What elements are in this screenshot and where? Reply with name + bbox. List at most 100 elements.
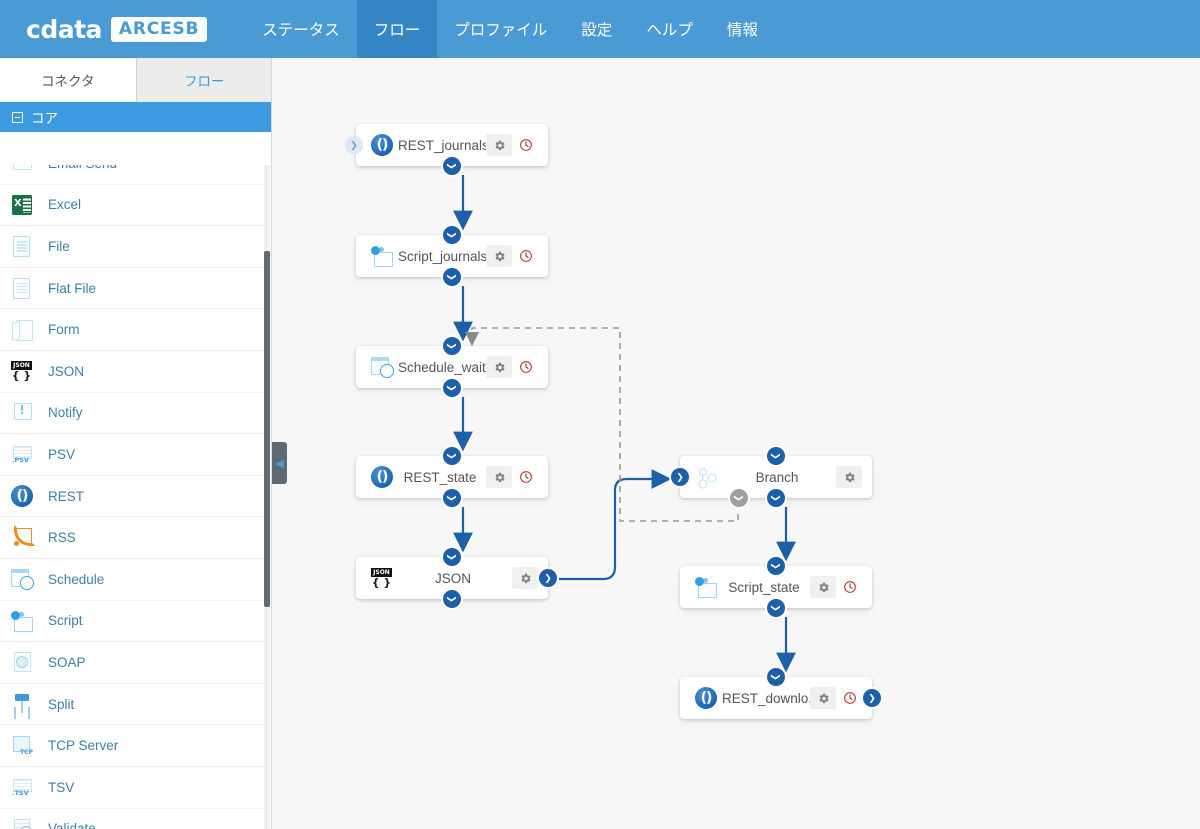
- sidebar-item-label: Flat File: [48, 280, 97, 296]
- sidebar-item-file[interactable]: File: [0, 226, 266, 268]
- tcp-server-icon: [10, 734, 34, 758]
- soap-icon: [10, 650, 34, 674]
- gear-icon[interactable]: [486, 134, 512, 156]
- flow-canvas[interactable]: REST_journals❯❯Script_journals❯❯Schedule…: [272, 58, 1200, 829]
- connector-in-top[interactable]: ❯: [443, 447, 461, 465]
- sidebar-item-label: Script: [48, 613, 83, 629]
- flat-file-icon-glyph: [13, 278, 30, 300]
- nav-tab-0[interactable]: ステータス: [245, 0, 357, 58]
- sidebar-item-flat-file[interactable]: Flat File: [0, 267, 266, 310]
- connector-out-bottom[interactable]: ❯: [443, 590, 461, 608]
- clock-icon[interactable]: [514, 356, 538, 378]
- sidebar-tabs: コネクタフロー: [0, 58, 271, 102]
- notify-icon-glyph: [11, 402, 33, 424]
- sidebar-tab-1[interactable]: フロー: [136, 58, 271, 102]
- gear-icon[interactable]: [512, 567, 538, 589]
- brand-cdata-text: cdata: [26, 14, 102, 44]
- connector-in-top[interactable]: ❯: [443, 337, 461, 355]
- schedule-icon-glyph: [371, 357, 394, 378]
- gear-icon[interactable]: [486, 245, 512, 267]
- flow-node-title: Branch: [755, 469, 799, 485]
- nav-tab-2[interactable]: プロファイル: [437, 0, 564, 58]
- sidebar-item-rss[interactable]: RSS: [0, 517, 266, 559]
- clock-icon[interactable]: [514, 245, 538, 267]
- gear-icon[interactable]: [836, 466, 862, 488]
- connector-out-right[interactable]: ❯: [863, 689, 881, 707]
- sidebar-item-rest[interactable]: REST: [0, 475, 266, 518]
- connector-out-bottom[interactable]: ❯: [443, 379, 461, 397]
- connector-in-left[interactable]: ❯: [671, 468, 689, 486]
- connector-in-top[interactable]: ❯: [443, 548, 461, 566]
- minus-box-icon[interactable]: [12, 111, 23, 123]
- app-header: cdata ARCESB ステータスフロープロファイル設定ヘルプ情報: [0, 0, 1200, 58]
- flow-node-rest_journals[interactable]: REST_journals: [356, 124, 548, 166]
- connector-in-top[interactable]: ❯: [767, 668, 785, 686]
- rss-icon-glyph: [11, 524, 35, 549]
- nav-tab-4[interactable]: ヘルプ: [629, 0, 710, 58]
- flow-node-title: Script_journals: [398, 248, 486, 264]
- sidebar-item-label: Email Send: [48, 165, 117, 171]
- nav-tab-1[interactable]: フロー: [356, 0, 438, 58]
- script-icon: [370, 244, 394, 268]
- sidebar-item-script[interactable]: Script: [0, 600, 266, 643]
- notify-icon: [10, 401, 34, 425]
- gear-icon[interactable]: [486, 466, 512, 488]
- connector-in-top[interactable]: ❯: [443, 226, 461, 244]
- connector-in-top[interactable]: ❯: [767, 447, 785, 465]
- sidebar-group-core[interactable]: コア: [0, 102, 271, 132]
- sidebar-scrollbar-track[interactable]: [264, 165, 270, 829]
- connector-out-bottom[interactable]: ❯: [443, 157, 461, 175]
- nav-tab-label: ヘルプ: [646, 22, 693, 39]
- schedule-icon: [10, 567, 34, 591]
- brand-arcesb-badge: ARCESB: [110, 16, 208, 42]
- tsv-icon: .TSV: [10, 775, 34, 799]
- clock-icon[interactable]: [838, 576, 862, 598]
- flow-node-title: REST_downlo...: [722, 690, 810, 706]
- sidebar-item-excel[interactable]: Excel: [0, 184, 266, 227]
- connector-in-left[interactable]: ❯: [345, 136, 363, 154]
- sidebar-item-label: Form: [48, 322, 80, 338]
- sidebar-collapse-handle[interactable]: ◀: [272, 442, 287, 484]
- sidebar-item-validate[interactable]: Validate: [0, 808, 266, 829]
- connector-out-bottom[interactable]: ❯: [443, 489, 461, 507]
- sidebar-scrollbar-thumb[interactable]: [264, 251, 270, 607]
- connector-out-right[interactable]: ❯: [539, 569, 557, 587]
- sidebar-item-label: SOAP: [48, 654, 86, 670]
- nav-tab-3[interactable]: 設定: [564, 0, 629, 58]
- connector-out-bottom[interactable]: ❯: [767, 599, 785, 617]
- rest-icon-glyph: [371, 134, 393, 156]
- clock-icon[interactable]: [514, 466, 538, 488]
- connector-out-bottom-secondary[interactable]: ❯: [730, 489, 748, 507]
- sidebar-item-label: Schedule: [48, 571, 105, 587]
- connector-in-top[interactable]: ❯: [767, 557, 785, 575]
- connector-out-bottom[interactable]: ❯: [443, 268, 461, 286]
- sidebar-item-json[interactable]: JSON: [0, 350, 266, 393]
- gear-icon[interactable]: [486, 356, 512, 378]
- sidebar-item-label: Notify: [48, 405, 83, 421]
- gear-icon[interactable]: [810, 687, 836, 709]
- nav-tab-5[interactable]: 情報: [710, 0, 775, 58]
- ext-label: .PSV: [12, 456, 29, 465]
- sidebar-item-notify[interactable]: Notify: [0, 392, 266, 435]
- brand-logo[interactable]: cdata ARCESB: [26, 0, 208, 58]
- sidebar-item-soap[interactable]: SOAP: [0, 642, 266, 684]
- sidebar-item-schedule[interactable]: Schedule: [0, 558, 266, 601]
- flow-node-actions: [486, 134, 538, 156]
- sidebar-item-form[interactable]: Form: [0, 309, 266, 351]
- sidebar-tab-0[interactable]: コネクタ: [0, 58, 137, 102]
- flow-node-title: REST_journals: [398, 137, 486, 153]
- sidebar-item-tcp-server[interactable]: TCP Server: [0, 725, 266, 767]
- gear-icon[interactable]: [810, 576, 836, 598]
- email-icon: [10, 165, 34, 175]
- sidebar-item-split[interactable]: Split: [0, 683, 266, 726]
- clock-icon[interactable]: [514, 134, 538, 156]
- flow-node-title: JSON: [434, 570, 471, 586]
- flow-node-actions: [512, 567, 538, 589]
- connector-out-bottom[interactable]: ❯: [767, 489, 785, 507]
- json-icon: [370, 566, 394, 590]
- clock-icon[interactable]: [838, 687, 862, 709]
- sidebar-item-email-send[interactable]: Email Send: [0, 165, 266, 185]
